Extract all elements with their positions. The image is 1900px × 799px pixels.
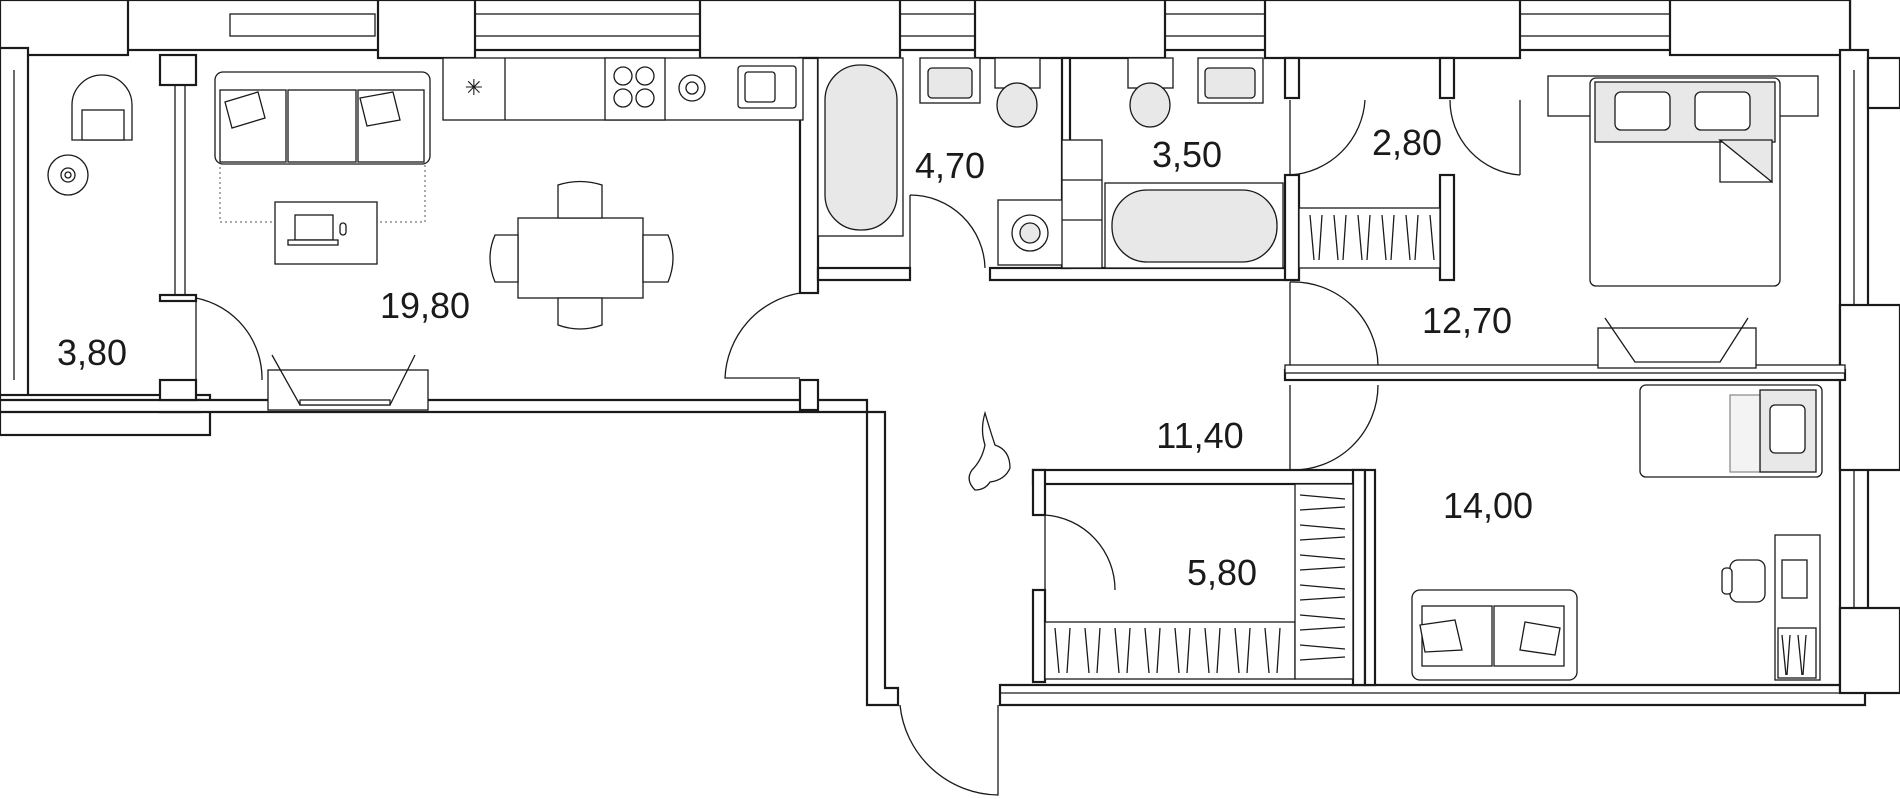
wardrobe-room — [1044, 483, 1354, 680]
hallway — [968, 410, 1011, 491]
wardrobe-icon — [1044, 621, 1296, 680]
bedroom-2 — [1411, 384, 1823, 681]
dining-table-icon — [489, 180, 674, 330]
toilet-icon — [1127, 57, 1174, 128]
stove-icon — [604, 57, 666, 121]
bedroom-1-area-label: 12,70 — [1422, 300, 1512, 341]
living-kitchen: ✳ — [214, 57, 804, 411]
storage-area-label: 2,80 — [1372, 122, 1442, 163]
bathroom-1 — [817, 57, 1041, 237]
sink-icon — [1197, 57, 1264, 104]
exterior-walls — [0, 0, 1900, 707]
sofa-icon — [214, 71, 431, 165]
kitchen-counter: ✳ — [442, 57, 804, 121]
wardrobe-icon — [1298, 207, 1441, 269]
living-kitchen-area-label: 19,80 — [380, 285, 470, 326]
desk-icon — [1774, 534, 1821, 681]
single-bed-icon — [1639, 384, 1823, 478]
storage — [1298, 207, 1441, 269]
sink-icon — [737, 65, 797, 109]
armchair-icon — [71, 74, 133, 141]
bedroom-1 — [1547, 75, 1819, 369]
tv-icon — [267, 354, 429, 411]
bathtub-icon — [1104, 182, 1284, 269]
bathroom-2 — [997, 57, 1284, 269]
sofa-icon — [1411, 589, 1578, 681]
office-chair-icon — [1721, 559, 1766, 603]
double-bed-icon — [1547, 75, 1819, 287]
area-labels: 3,80 19,80 4,70 3,50 2,80 12,70 11,40 5,… — [57, 122, 1533, 593]
wardrobe-room-area-label: 5,80 — [1187, 552, 1257, 593]
bedroom-2-area-label: 14,00 — [1443, 485, 1533, 526]
side-table-icon — [47, 154, 89, 196]
fridge-icon: ✳ — [465, 76, 483, 101]
tv-icon — [1597, 317, 1757, 369]
doors — [195, 99, 1846, 796]
rug-icon — [219, 159, 426, 223]
bathroom-2-area-label: 3,50 — [1152, 134, 1222, 175]
toilet-icon — [994, 57, 1041, 128]
balcony-area-label: 3,80 — [57, 332, 127, 373]
bathroom-1-area-label: 4,70 — [915, 145, 985, 186]
rabbit-figure-icon — [968, 410, 1011, 491]
washing-machine-icon — [997, 199, 1064, 266]
sink-icon — [919, 57, 981, 104]
hallway-area-label: 11,40 — [1156, 415, 1243, 456]
wardrobe-icon — [1294, 483, 1354, 680]
shelf-icon — [1061, 139, 1103, 269]
desk-icon — [274, 201, 378, 265]
balcony — [47, 74, 133, 196]
bathtub-icon — [817, 57, 904, 237]
washer-icon — [678, 74, 706, 102]
